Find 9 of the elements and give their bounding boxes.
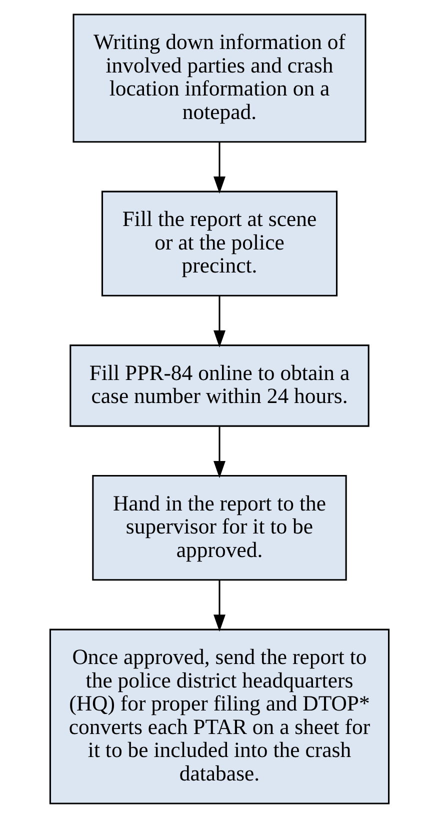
arrow [214, 426, 226, 478]
node-box: Fill PPR-84 online to obtain a case number within 24 hours. [70, 344, 370, 427]
node-box: Once approved, send the report to the police district headquarters (HQ) for proper filing and DTOP* converts each PTAR on a sheet for it to be included into the crash database. [49, 628, 390, 804]
arrow [214, 296, 226, 348]
arrow [214, 142, 226, 194]
node-box: Fill the report at scene or at the police precinct. [101, 190, 338, 296]
node-box: Hand in the report to the supervisor for it to be approved. [92, 475, 347, 581]
arrow [214, 580, 226, 632]
node-box: Writing down information of involved parties and crash location information on a notepad. [72, 14, 366, 143]
